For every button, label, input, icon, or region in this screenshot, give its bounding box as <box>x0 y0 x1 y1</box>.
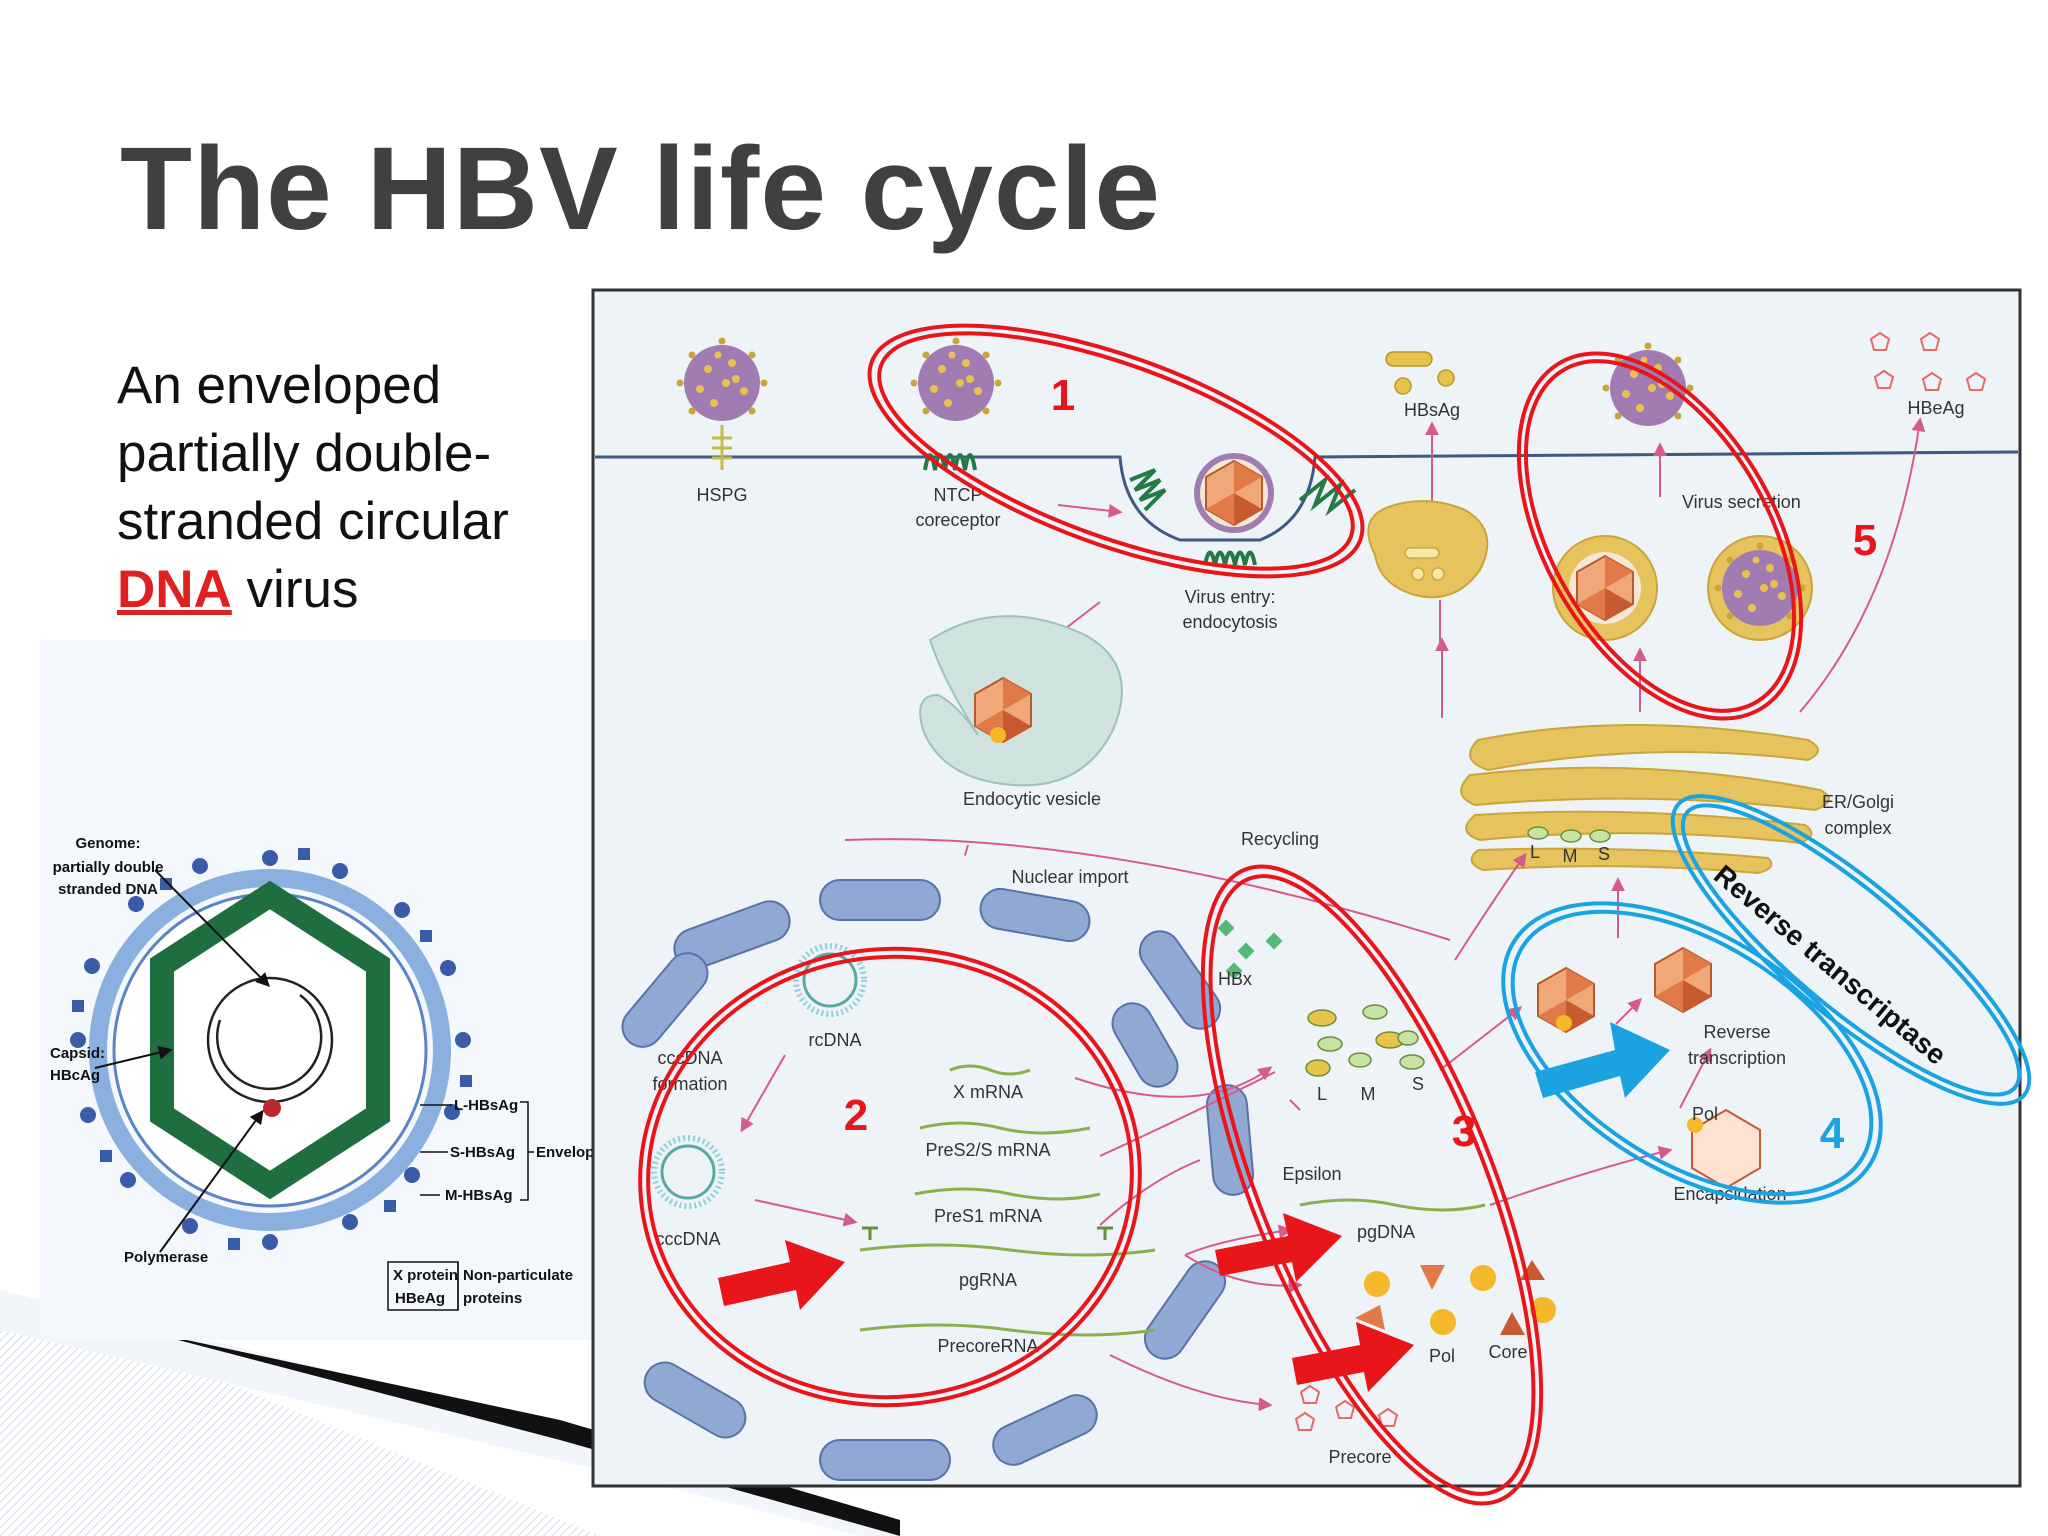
virion-genome-label-2: partially double <box>53 859 164 876</box>
virion-hbeag-label: HBeAg <box>395 1290 445 1307</box>
label-er-golgi-1: ER/Golgi <box>1822 792 1894 812</box>
genome-inner-strand <box>215 993 323 1091</box>
label-pgrna: pgRNA <box>959 1270 1017 1290</box>
step-3-label: 3 <box>1452 1107 1476 1156</box>
label-ntcp-1: NTCP <box>934 485 983 505</box>
pgdna-strand <box>1299 1198 1486 1212</box>
step-5-label: 5 <box>1853 516 1877 565</box>
secretion-vesicles <box>1552 535 1813 641</box>
life-cycle-diagram: HSPG NTCP coreceptor Virus entry: endocy… <box>591 288 2032 1506</box>
label-endocytic-vesicle: Endocytic vesicle <box>963 789 1101 809</box>
virion-x-protein-label: X protein <box>393 1267 458 1284</box>
label-hspg: HSPG <box>696 485 747 505</box>
cell-membrane <box>595 450 2019 542</box>
virion-genome-label-3: stranded DNA <box>58 881 158 898</box>
virion-l-hbsag-label: L-HBsAg <box>454 1097 518 1114</box>
reverse-transcriptase-ring <box>1670 794 2032 1106</box>
label-virus-secretion: Virus secretion <box>1682 492 1801 512</box>
label-golgi-s: S <box>1598 844 1610 864</box>
label-ntcp-2: coreceptor <box>915 510 1000 530</box>
label-cyto-l: L <box>1317 1084 1327 1104</box>
red-arrow-pol <box>1292 1322 1414 1392</box>
subtitle-prefix: An enveloped partially double-stranded c… <box>117 356 509 551</box>
step-3-ring <box>1200 864 1544 1506</box>
endocytic-vesicle <box>919 615 1123 787</box>
slide-title: The HBV life cycle <box>120 123 1162 255</box>
label-pgdna: pgDNA <box>1357 1222 1415 1242</box>
label-virus-entry-1: Virus entry: <box>1185 587 1276 607</box>
endocytosis-virion <box>1129 453 1357 566</box>
step-2-label: 2 <box>844 1091 868 1140</box>
label-er-golgi-2: complex <box>1824 818 1891 838</box>
lms-cytoplasm-proteins <box>1305 1004 1425 1077</box>
label-hbeag: HBeAg <box>1907 398 1964 418</box>
red-arrow-pgrna <box>718 1240 845 1310</box>
nuclear-pores <box>621 879 1255 1481</box>
label-golgi-m: M <box>1563 846 1578 866</box>
blue-arrow-reverse-transcription <box>1535 1022 1670 1098</box>
hbsag-vesicle <box>1367 500 1489 599</box>
hbv-virion-diagram: Genome: partially double stranded DNA Ca… <box>40 640 603 1340</box>
pol-core-particles <box>1355 1260 1556 1335</box>
label-virus-entry-2: endocytosis <box>1182 612 1277 632</box>
ntcp-virion <box>910 337 1002 471</box>
label-pres1-mrna: PreS1 mRNA <box>934 1206 1042 1226</box>
label-epsilon: Epsilon <box>1282 1164 1341 1184</box>
virion-genome-label-1: Genome: <box>75 835 140 852</box>
er-golgi-complex <box>1460 724 1830 875</box>
virion-capsid-label-1: Capsid: <box>50 1045 105 1062</box>
envelope-protein-dots <box>70 848 472 1250</box>
label-pres2-mrna: PreS2/S mRNA <box>925 1140 1050 1160</box>
virion-non-particulate-label-2: proteins <box>463 1290 522 1307</box>
red-annotation-rings <box>638 323 1804 1506</box>
step-1-ring <box>867 323 1365 579</box>
polymerase-dot <box>263 1099 281 1117</box>
subtitle-suffix: virus <box>231 560 359 619</box>
label-recycling: Recycling <box>1241 829 1319 849</box>
label-capsid-pol: Pol <box>1692 1104 1718 1124</box>
nucleus <box>605 850 1255 1481</box>
label-precorerna: PrecoreRNA <box>937 1336 1038 1356</box>
step-4-label: 4 <box>1820 1109 1845 1158</box>
subtitle-dna-highlight: DNA <box>117 560 232 619</box>
virion-m-hbsag-label: M-HBsAg <box>445 1187 513 1204</box>
label-core: Core <box>1488 1342 1527 1362</box>
hspg-virion <box>676 337 768 470</box>
hbx-particles <box>1217 919 1283 980</box>
label-rcdna: rcDNA <box>809 1030 862 1050</box>
hbsag-particles <box>1385 351 1455 395</box>
label-x-mrna: X mRNA <box>953 1082 1023 1102</box>
virion-non-particulate-label-1: Non-particulate <box>463 1267 573 1284</box>
virion-capsid-label-2: HBcAg <box>50 1067 100 1084</box>
step-1-label: 1 <box>1051 371 1075 420</box>
virion-envelope-label: Envelope <box>536 1144 603 1161</box>
label-reverse-transcription-1: Reverse <box>1703 1022 1770 1042</box>
label-hbx: HBx <box>1218 969 1252 989</box>
label-cyto-m: M <box>1361 1084 1376 1104</box>
label-pol: Pol <box>1429 1346 1455 1366</box>
step-2-ring <box>638 946 1142 1408</box>
label-hbsag: HBsAg <box>1404 400 1460 420</box>
lms-proteins <box>1527 826 1611 843</box>
virion-polymerase-label: Polymerase <box>124 1249 208 1266</box>
step-5-ring <box>1516 351 1804 721</box>
capsid-hexagon <box>150 880 390 1200</box>
label-precore: Precore <box>1328 1447 1391 1467</box>
slide-subtitle: An enveloped partially double-stranded c… <box>117 352 587 624</box>
label-golgi-l: L <box>1530 842 1540 862</box>
blue-annotation-rings <box>1501 794 2032 1205</box>
red-arrow-pgdna <box>1215 1213 1342 1282</box>
virion-s-hbsag-label: S-HBsAg <box>450 1144 515 1161</box>
label-cccdna: cccDNA <box>655 1229 720 1249</box>
label-nuclear-import: Nuclear import <box>1011 867 1128 887</box>
label-cyto-s: S <box>1412 1074 1424 1094</box>
label-reverse-transcription-2: transcription <box>1688 1048 1786 1068</box>
